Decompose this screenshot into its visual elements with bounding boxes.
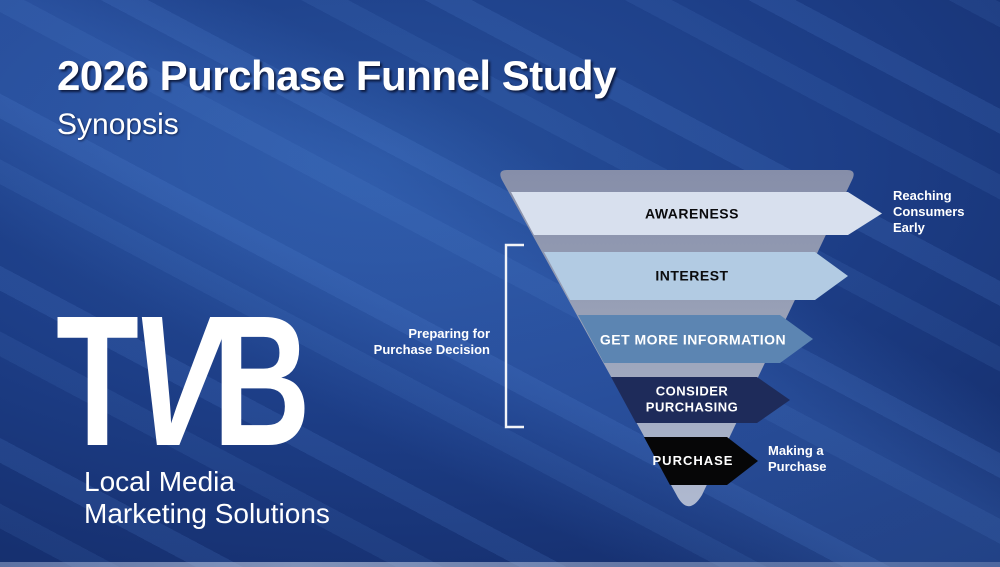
tagline-line-1: Local Media: [84, 466, 235, 497]
logo-letter-v: V: [130, 278, 221, 485]
annotation-preparing-for-purchase: Preparing for Purchase Decision: [373, 326, 490, 357]
annotation-reaching-consumers-early: Reaching Consumers Early: [893, 188, 965, 235]
logo-letter-t: T: [56, 278, 139, 485]
logo-letter-b: B: [212, 278, 311, 485]
tvb-logo-letters: TVB: [56, 289, 311, 475]
funnel-stage-purchase-arrow: [644, 437, 758, 485]
tvb-logo: TVB Local Media Marketing Solutions: [56, 289, 399, 529]
tvb-logo-tagline: Local Media Marketing Solutions: [84, 466, 330, 529]
funnel-stage-interest-arrow: [544, 252, 848, 300]
funnel-stage-awareness-label: AWARENESS: [645, 205, 739, 222]
funnel-stage-purchase-label: PURCHASE: [652, 453, 734, 469]
page-title: 2026 Purchase Funnel Study: [57, 52, 616, 99]
slide-bottom-edge-strip: [0, 562, 1000, 567]
funnel-stage-get-more-information-arrow: [578, 315, 813, 363]
tagline-line-2: Marketing Solutions: [84, 497, 330, 529]
preparing-bracket: [504, 243, 524, 429]
funnel-stage-interest-label: INTEREST: [655, 267, 729, 284]
funnel-stage-consider-purchasing-arrow: [611, 377, 790, 423]
funnel-stage-awareness-arrow: [511, 192, 882, 235]
funnel-stage-consider-purchasing-label: CONSIDER PURCHASING: [645, 383, 739, 414]
annotation-making-a-purchase: Making a Purchase: [768, 443, 827, 474]
page-subtitle: Synopsis: [57, 108, 179, 142]
funnel-stage-get-more-information-label: GET MORE INFORMATION: [599, 331, 787, 348]
title-block: 2026 Purchase Funnel Study Synopsis: [57, 52, 616, 142]
